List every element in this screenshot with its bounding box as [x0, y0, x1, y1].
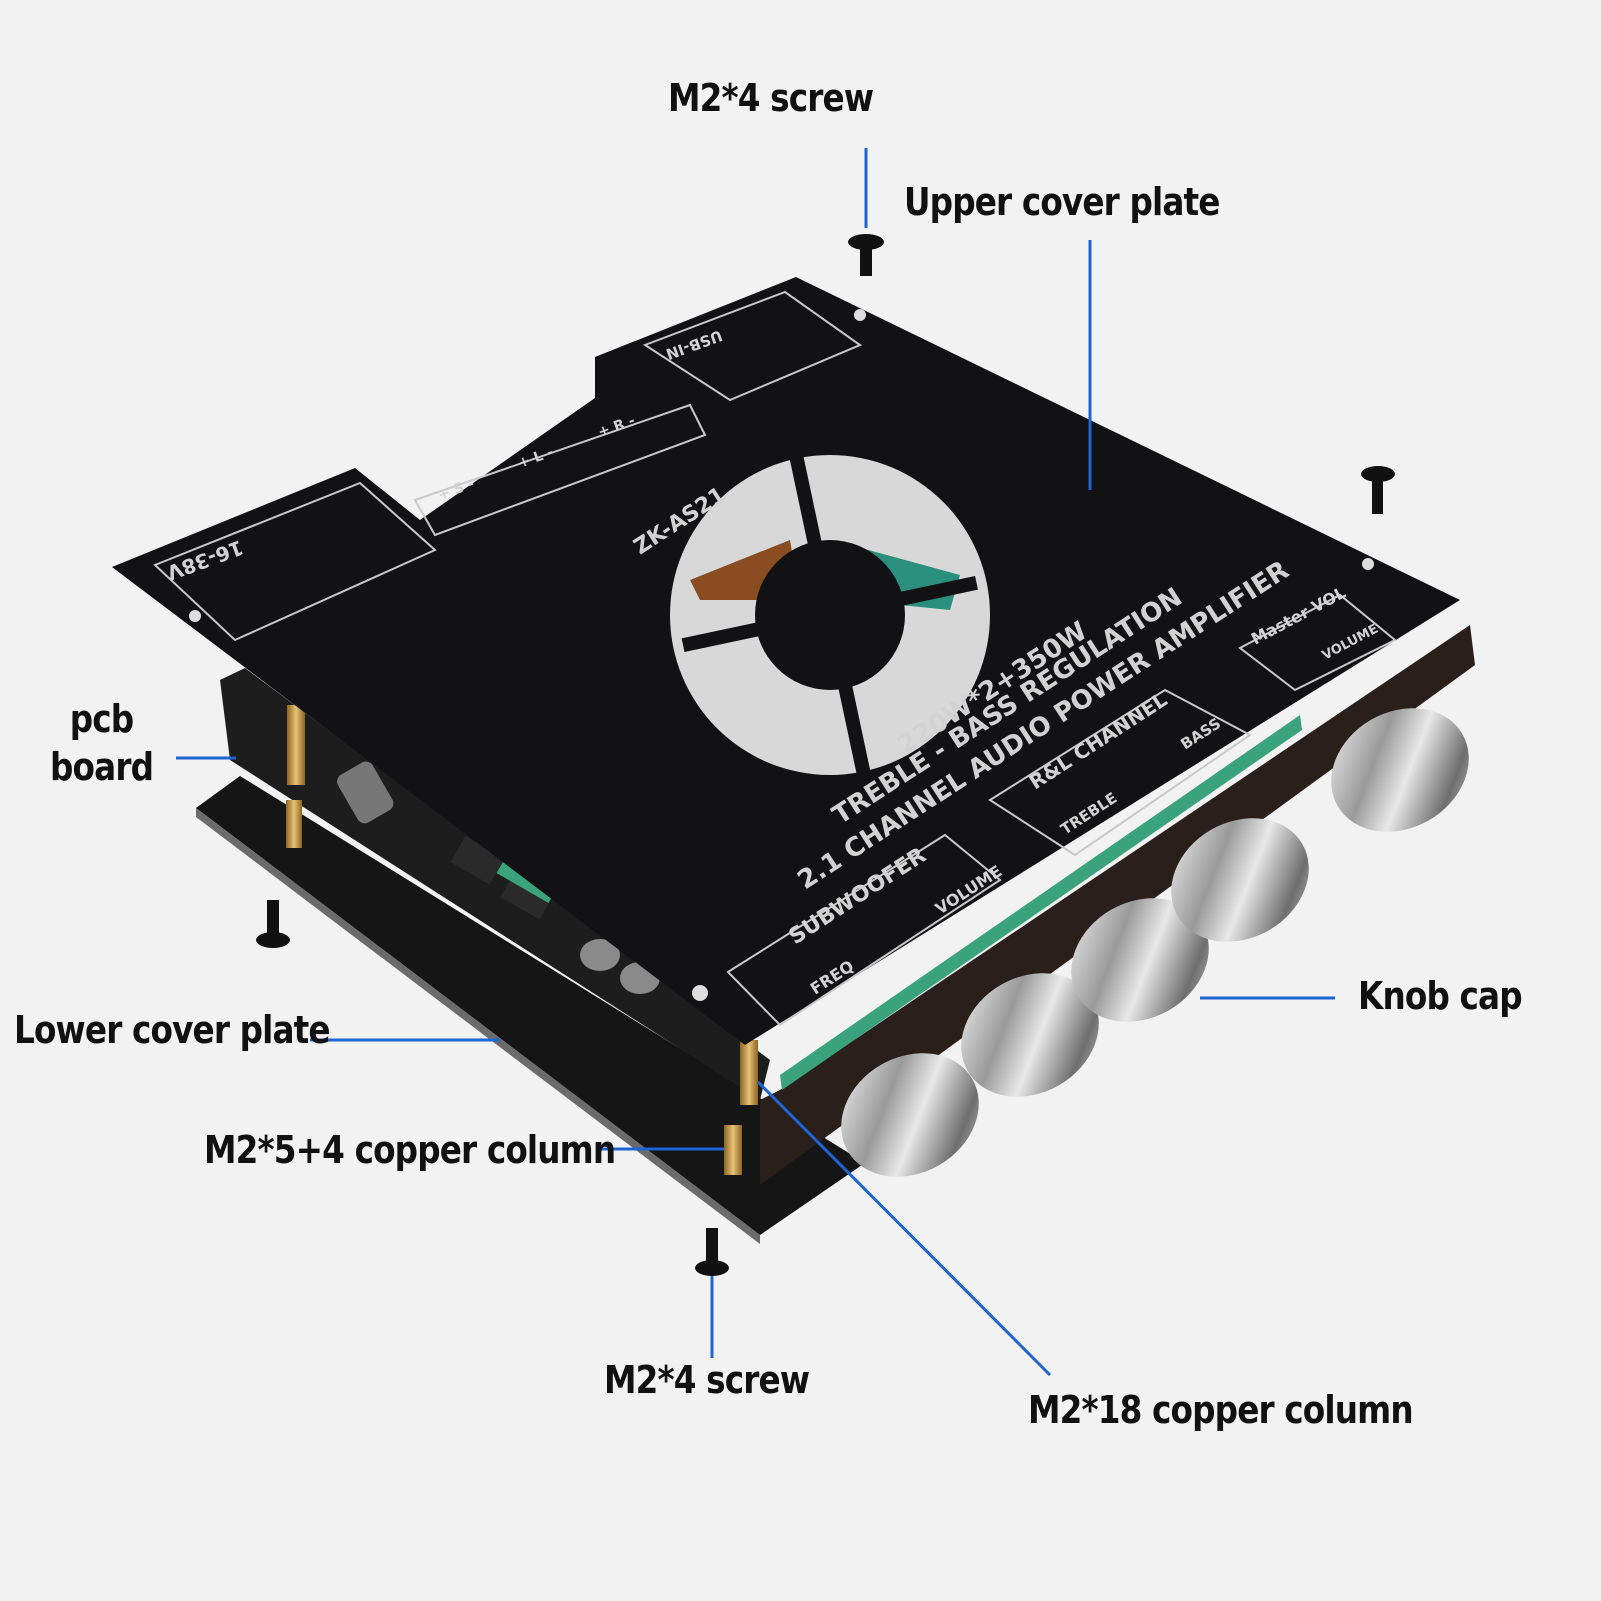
power-input-marking-box: [153, 481, 437, 642]
leader-line-copper-column-long: [756, 1080, 1052, 1377]
mounting-hole: [692, 985, 708, 1001]
mounting-hole: [1362, 558, 1374, 570]
label-copper-column-long: M2*18 copper column: [1028, 1388, 1414, 1432]
label-pcb-line2: board: [50, 745, 154, 789]
copper-column-left-top: [287, 705, 305, 785]
knob-cap: [1331, 708, 1469, 832]
subwoofer-marking-box: [726, 833, 1002, 1027]
label-pcb-line1: pcb: [69, 697, 134, 741]
label-pcb-board: pcb board: [50, 695, 154, 791]
screw-top: [848, 234, 884, 276]
label-upper-cover-plate: Upper cover plate: [904, 180, 1220, 224]
label-knob-cap: Knob cap: [1358, 974, 1523, 1018]
capacitor-component: [337, 761, 394, 824]
screw-right: [1361, 466, 1395, 514]
label-bottom-screw: M2*4 screw: [604, 1358, 810, 1402]
knob-cap: [1171, 818, 1309, 942]
mounting-hole: [854, 309, 866, 321]
lower-cover-plate: [196, 776, 865, 1235]
copper-column-m2-18: [740, 1040, 758, 1105]
knob-cap: [961, 973, 1099, 1097]
chip-component: [450, 836, 505, 885]
rl-channel-marking-box: [988, 688, 1252, 857]
chip-component: [500, 871, 555, 920]
master-vol-marking-box: [1238, 593, 1397, 692]
screw-bottom: [695, 1228, 729, 1276]
lower-cover-plate-edge: [196, 808, 760, 1244]
front-panel: [760, 625, 1475, 1185]
copper-column-m2-5-4: [724, 1125, 742, 1175]
capacitor-component: [580, 939, 620, 971]
mounting-hole: [189, 610, 201, 622]
label-lower-cover-plate: Lower cover plate: [14, 1008, 331, 1052]
knob-cap: [841, 1053, 979, 1177]
knob-caps: [841, 708, 1469, 1177]
label-copper-column-short: M2*5+4 copper column: [204, 1128, 616, 1172]
pcb-green-edge: [780, 715, 1302, 1090]
fan-window: [670, 452, 990, 778]
label-top-screw: M2*4 screw: [668, 76, 874, 120]
copper-column-left-bottom: [286, 800, 302, 848]
knob-cap: [1071, 898, 1209, 1022]
speaker-terminal-marking-box: [413, 403, 707, 537]
usb-marking-box: [642, 290, 863, 402]
screw-left: [256, 900, 290, 948]
